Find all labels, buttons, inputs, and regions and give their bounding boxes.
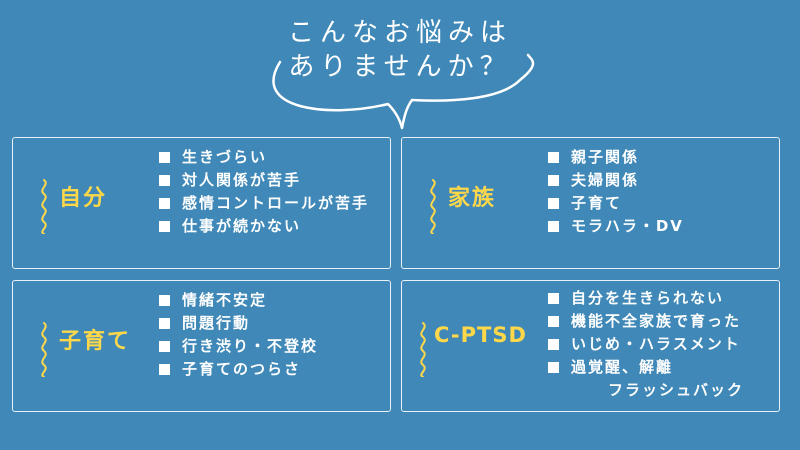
card-heading: 自分 xyxy=(59,186,108,211)
list-item-label: 夫婦関係 xyxy=(571,171,640,189)
list-item: 対人関係が苦手 xyxy=(159,169,369,192)
square-bullet-icon xyxy=(159,175,170,186)
list-item: 親子関係 xyxy=(548,146,684,169)
list-item-label: 自分を生きられない xyxy=(571,289,725,307)
list-item: 夫婦関係 xyxy=(548,169,684,192)
list-item-continuation: フラッシュバック xyxy=(608,381,745,399)
list-item: 仕事が続かない xyxy=(159,215,369,238)
squiggle-icon xyxy=(41,179,47,234)
square-bullet-icon xyxy=(159,341,170,352)
squiggle-icon xyxy=(420,322,426,377)
square-bullet-icon xyxy=(548,221,559,232)
list-item: 行き渋り・不登校 xyxy=(159,335,318,358)
square-bullet-icon xyxy=(548,152,559,163)
square-bullet-icon xyxy=(159,152,170,163)
list-item-label: 親子関係 xyxy=(571,148,640,166)
square-bullet-icon xyxy=(159,198,170,209)
list-item: 子育て xyxy=(548,192,684,215)
list-item: モラハラ・DV xyxy=(548,215,684,238)
card-parenting: 子育て 情緒不安定 問題行動 行き渋り・不登校 子育てのつらさ xyxy=(12,280,391,412)
speech-bubble xyxy=(272,53,535,130)
list-item-label: 対人関係が苦手 xyxy=(182,171,302,189)
square-bullet-icon xyxy=(548,316,559,327)
card-family: 家族 親子関係 夫婦関係 子育て モラハラ・DV xyxy=(401,137,780,269)
card-list: 親子関係 夫婦関係 子育て モラハラ・DV xyxy=(548,146,684,238)
list-item: 感情コントロールが苦手 xyxy=(159,192,369,215)
list-item-label: 子育てのつらさ xyxy=(182,360,302,378)
card-heading: 家族 xyxy=(448,186,497,211)
card-cptsd: C-PTSD 自分を生きられない 機能不全家族で育った いじめ・ハラスメント 過… xyxy=(401,280,780,412)
card-heading: 子育て xyxy=(59,329,132,354)
square-bullet-icon xyxy=(548,175,559,186)
headline-line-2: ありませんか？ xyxy=(288,52,512,82)
list-item-label: 問題行動 xyxy=(182,314,251,332)
card-self: 自分 生きづらい 対人関係が苦手 感情コントロールが苦手 仕事が続かない xyxy=(12,137,391,269)
list-item-label: 感情コントロールが苦手 xyxy=(182,194,370,212)
square-bullet-icon xyxy=(548,362,559,373)
square-bullet-icon xyxy=(548,198,559,209)
list-item: 自分を生きられない xyxy=(548,287,744,310)
list-item: いじめ・ハラスメント xyxy=(548,333,744,356)
squiggle-icon xyxy=(430,179,436,234)
square-bullet-icon xyxy=(159,221,170,232)
square-bullet-icon xyxy=(548,293,559,304)
list-item-label: 生きづらい xyxy=(182,148,268,166)
list-item-label: 機能不全家族で育った xyxy=(571,312,742,330)
square-bullet-icon xyxy=(548,339,559,350)
list-item-label: モラハラ・DV xyxy=(571,217,684,235)
list-item-label: 仕事が続かない xyxy=(182,217,302,235)
square-bullet-icon xyxy=(159,295,170,306)
list-item: 問題行動 xyxy=(159,312,318,335)
list-item: 情緒不安定 xyxy=(159,289,318,312)
square-bullet-icon xyxy=(159,364,170,375)
card-list: 情緒不安定 問題行動 行き渋り・不登校 子育てのつらさ xyxy=(159,289,318,381)
headline-line-1: こんなお悩みは xyxy=(287,18,512,48)
square-bullet-icon xyxy=(159,318,170,329)
list-item: 生きづらい xyxy=(159,146,369,169)
squiggle-icon xyxy=(41,322,47,377)
card-list: 生きづらい 対人関係が苦手 感情コントロールが苦手 仕事が続かない xyxy=(159,146,369,238)
list-item: 機能不全家族で育った xyxy=(548,310,744,333)
list-item-label: 子育て xyxy=(571,194,623,212)
list-item-label: いじめ・ハラスメント xyxy=(571,335,741,353)
list-item-label: 情緒不安定 xyxy=(182,291,268,309)
card-list: 自分を生きられない 機能不全家族で育った いじめ・ハラスメント 過覚醒、解離 フ… xyxy=(548,287,744,402)
card-heading: C-PTSD xyxy=(434,323,527,347)
list-item-label: 過覚醒、解離 xyxy=(571,358,674,376)
list-item: 過覚醒、解離 xyxy=(548,356,744,379)
list-item-label: 行き渋り・不登校 xyxy=(182,337,319,355)
list-item: 子育てのつらさ xyxy=(159,358,318,381)
